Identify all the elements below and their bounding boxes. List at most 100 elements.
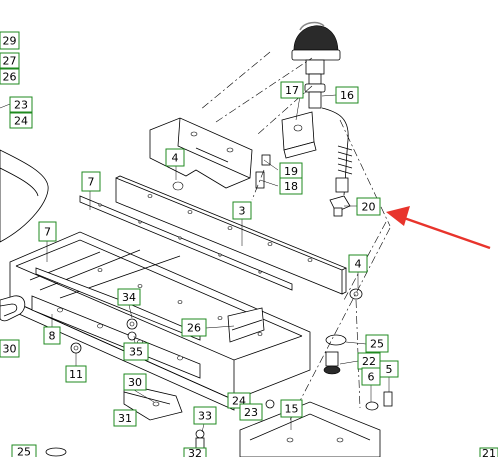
callout-number: 33 (198, 410, 212, 423)
callout-number: 22 (362, 355, 376, 368)
callout-18: 18 (279, 177, 303, 195)
callout-16: 16 (335, 86, 359, 104)
callout-box (0, 339, 20, 358)
nut-right (349, 288, 363, 300)
callout-6: 6 (361, 367, 381, 386)
callout-box (239, 403, 263, 421)
callout-box (123, 342, 149, 361)
callout-box (81, 171, 101, 192)
callout-number: 3 (239, 205, 246, 218)
red-arrow-icon (386, 206, 491, 250)
callout-number: 25 (370, 338, 384, 351)
fastener-set (126, 318, 138, 341)
callout-number: 34 (122, 291, 136, 304)
callout-box (335, 86, 359, 104)
callout-number: 29 (3, 35, 17, 48)
callout-number: 31 (118, 412, 132, 425)
callout-box (43, 326, 61, 345)
callout-34: 34 (117, 288, 141, 306)
callout-27: 27 (0, 52, 20, 69)
bolt-washer (365, 391, 393, 411)
callout-box (181, 318, 207, 337)
callout-box (279, 177, 303, 195)
callout-30a: 30 (0, 339, 20, 358)
lever (227, 307, 265, 343)
callout-15: 15 (280, 399, 303, 418)
callout-29: 29 (0, 31, 20, 50)
callout-box (183, 447, 207, 457)
callout-11: 11 (65, 365, 87, 383)
callout-25a: 25 (365, 334, 389, 353)
callout-22: 22 (357, 352, 381, 370)
leader-lines (0, 91, 390, 433)
callout-32: 32 (183, 447, 207, 457)
callout-number: 35 (129, 346, 143, 359)
callout-number: 11 (69, 368, 83, 381)
callout-number: 23 (244, 406, 258, 419)
upper-mount-bracket (149, 117, 253, 191)
callout-box (113, 409, 137, 427)
callout-number: 19 (284, 165, 298, 178)
callout-box (117, 288, 141, 306)
callout-box (280, 399, 303, 418)
cable-coil (335, 145, 353, 193)
callout-8: 8 (43, 326, 61, 345)
callout-number: 5 (386, 363, 393, 376)
callout-7a: 7 (81, 171, 101, 192)
callout-number: 4 (355, 258, 362, 271)
callout-number: 32 (188, 447, 202, 457)
callout-number: 26 (187, 322, 201, 335)
bottom-left-parts (45, 447, 67, 457)
callout-box (356, 197, 381, 216)
callout-25b: 25 (11, 444, 37, 457)
callout-33: 33 (193, 406, 217, 425)
callout-number: 7 (88, 176, 95, 189)
callout-number: 15 (285, 403, 299, 416)
callout-box (9, 112, 33, 129)
callout-26a: 26 (0, 68, 20, 85)
bolt-33 (195, 429, 205, 449)
callout-box (11, 444, 37, 457)
callout-number: 6 (368, 371, 375, 384)
callout-box (479, 447, 498, 457)
callout-number: 20 (362, 201, 376, 214)
callout-box (65, 365, 87, 383)
knob-assembly (323, 334, 347, 375)
callout-19: 19 (279, 162, 303, 180)
callout-box (0, 52, 20, 69)
callout-box (0, 68, 20, 85)
callout-box (280, 81, 304, 99)
callout-box (38, 221, 57, 242)
callout-17: 17 (280, 81, 304, 99)
callout-number: 26 (3, 71, 17, 84)
seat-cushion (0, 149, 49, 243)
callout-number: 17 (285, 84, 299, 97)
cable-connector (329, 195, 351, 217)
washer (70, 342, 82, 354)
callout-number: 27 (3, 55, 17, 68)
callout-number: 4 (172, 152, 179, 165)
callout-box (0, 31, 20, 50)
seal-strip-upper (79, 195, 293, 291)
callout-box (365, 334, 389, 353)
callout-box (165, 148, 185, 167)
callout-number: 30 (3, 343, 17, 356)
callout-23a: 23 (9, 96, 33, 113)
callout-4a: 4 (165, 148, 185, 167)
callout-number: 16 (340, 89, 354, 102)
callout-3: 3 (232, 201, 252, 220)
callout-35: 35 (123, 342, 149, 361)
callout-5: 5 (379, 360, 399, 378)
callout-number: 25 (17, 446, 31, 457)
callout-number: 24 (14, 115, 28, 128)
callout-4b: 4 (348, 254, 368, 273)
callout-number: 18 (284, 180, 298, 193)
callout-21: 21 (479, 447, 498, 457)
callout-26b: 26 (181, 318, 207, 337)
callout-box (361, 367, 381, 386)
callout-box (348, 254, 368, 273)
callout-number: 23 (14, 99, 28, 112)
handle-left (0, 295, 26, 322)
callout-number: 8 (49, 330, 56, 343)
